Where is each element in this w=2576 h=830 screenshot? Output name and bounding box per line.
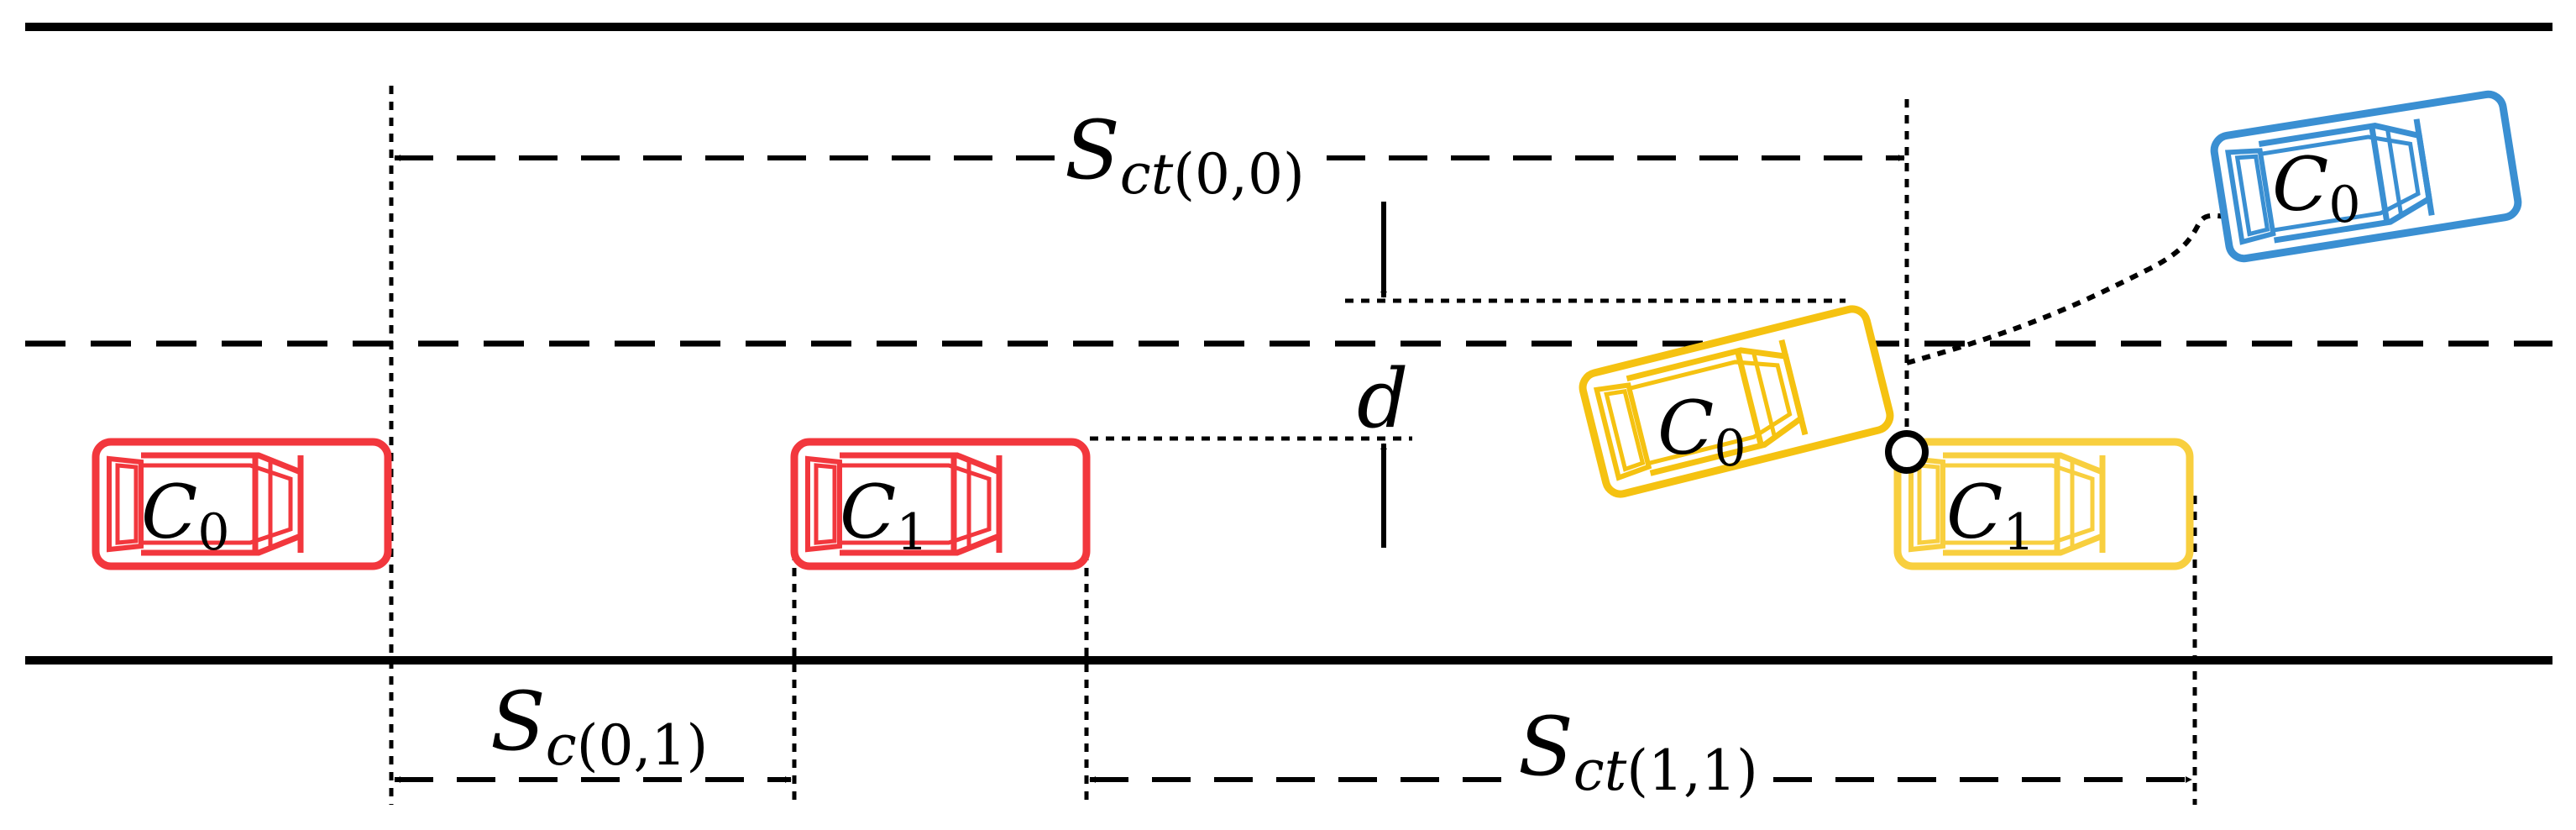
contact-point: [1885, 430, 1929, 474]
label-car-blue: C0: [2272, 141, 2361, 234]
label-offset-d: d: [1357, 352, 1408, 446]
label-car-yellow-right: C1: [1946, 469, 2035, 562]
car-red-left: [96, 442, 388, 566]
label-dim-bottom-right: Sct(1,1): [1518, 700, 1758, 803]
label-car-yellow-tilted: C0: [1657, 385, 1746, 478]
label-dim-bottom-left: Sc(0,1): [490, 675, 708, 778]
label-dim-top: Sct(0,0): [1065, 103, 1305, 207]
car-blue: [2212, 92, 2521, 261]
car-yellow-right: [1898, 442, 2190, 566]
car-red-mid: [794, 442, 1086, 566]
label-car-red-left: C0: [141, 469, 230, 562]
label-car-red-mid: C1: [840, 469, 929, 562]
